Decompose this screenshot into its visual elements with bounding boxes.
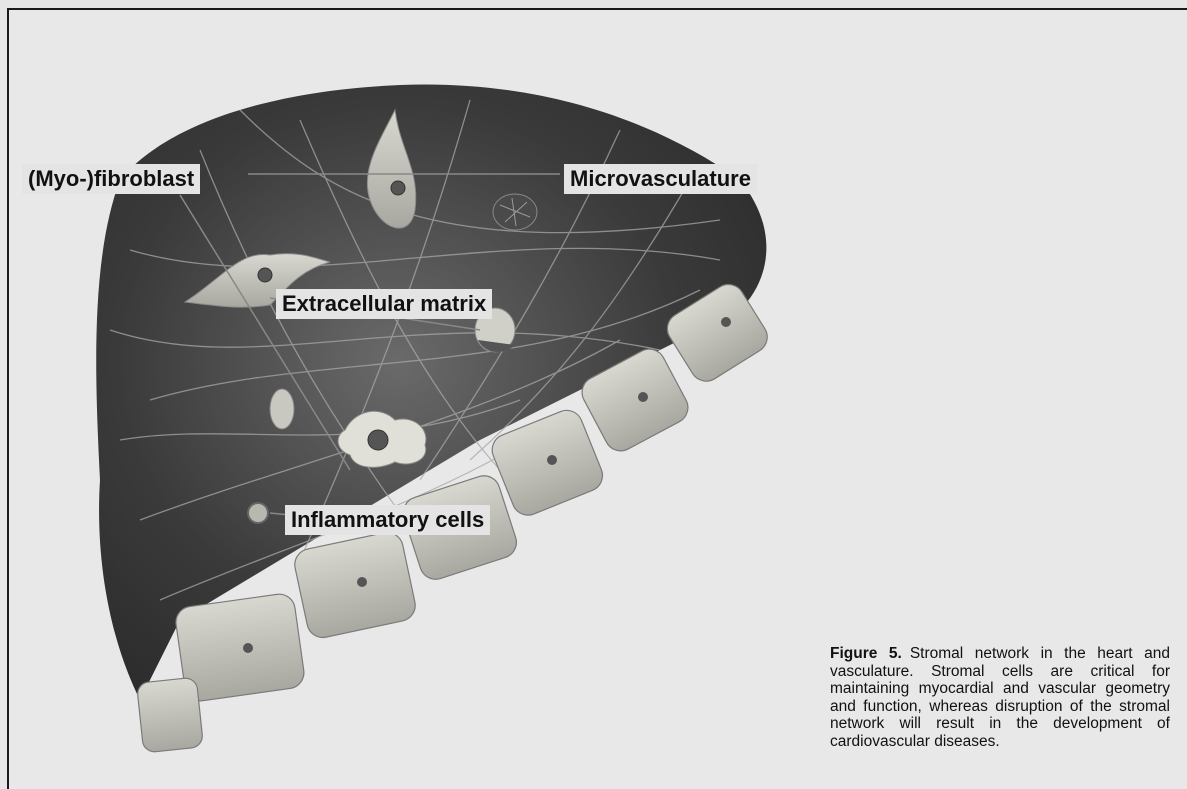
label-myofibroblast: (Myo-)fibroblast <box>22 164 200 194</box>
leukocyte <box>248 503 268 523</box>
label-microvasculature: Microvasculature <box>564 164 757 194</box>
figure-caption: Figure 5.Stromal network in the heart an… <box>830 645 1170 750</box>
microvessel <box>493 194 537 230</box>
red-blood-cell <box>270 389 294 429</box>
label-extracellular-matrix: Extracellular matrix <box>276 289 492 319</box>
label-inflammatory-cells: Inflammatory cells <box>285 505 490 535</box>
figure-caption-label: Figure 5. <box>830 645 902 662</box>
